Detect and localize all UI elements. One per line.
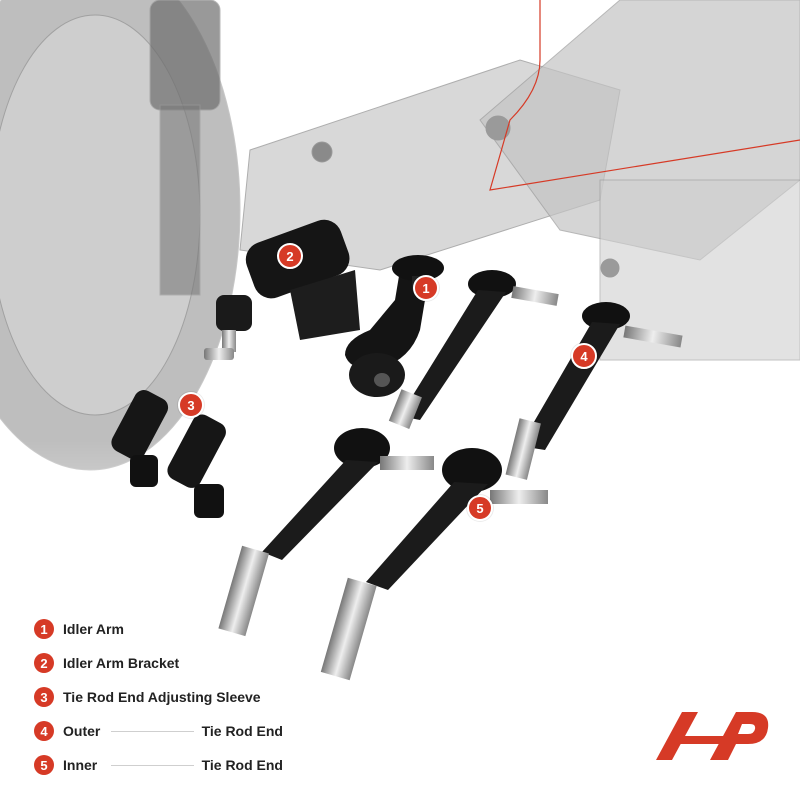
callout-2: 2 [277,243,303,269]
brand-logo-icon [656,712,769,760]
callout-3: 3 [178,392,204,418]
callout-1: 1 [413,275,439,301]
inner-tie-rod-end-parts [218,428,548,681]
legend-number-badge: 4 [34,721,54,741]
callout-4: 4 [571,343,597,369]
callout-5: 5 [467,495,493,521]
idler-arm-part [345,255,444,397]
legend-item-idler-arm: 1 Idler Arm [34,612,294,646]
legend-divider [111,764,194,766]
legend-label-suffix: Tie Rod End [201,723,283,739]
legend-number-badge: 2 [34,653,54,673]
adjusting-sleeve-parts [111,390,226,518]
legend-label: Tie Rod End Adjusting Sleeve [63,689,261,705]
legend-item-inner-tie-rod-end: 5 Inner Tie Rod End [34,748,294,782]
legend-label: Idler Arm Bracket [63,655,180,671]
legend-item-idler-arm-bracket: 2 Idler Arm Bracket [34,646,294,680]
legend-divider [111,730,194,732]
legend-number-badge: 1 [34,619,54,639]
legend-number-badge: 5 [34,755,54,775]
legend-number-badge: 3 [34,687,54,707]
legend-label-prefix: Inner [63,757,98,773]
legend-label: Idler Arm [63,621,124,637]
parts-legend: 1 Idler Arm 2 Idler Arm Bracket 3 Tie Ro… [34,612,294,782]
legend-item-outer-tie-rod-end: 4 Outer Tie Rod End [34,714,294,748]
legend-label-prefix: Outer [63,723,101,739]
legend-label-suffix: Tie Rod End [201,757,283,773]
legend-item-adjusting-sleeve: 3 Tie Rod End Adjusting Sleeve [34,680,294,714]
